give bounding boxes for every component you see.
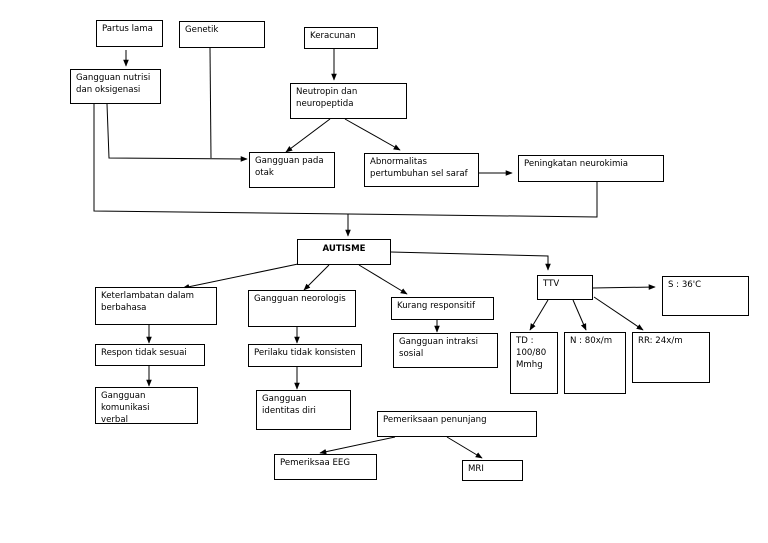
arrow-autisme-to-keterlambatan (182, 263, 299, 290)
arrow-ttv-to-suhu (592, 284, 656, 290)
line-nutrisi-to-otak (106, 103, 248, 162)
node-genetik: Genetik (179, 21, 265, 48)
node-abnormalitas: Abnormalitas pertumbuhan sel saraf (364, 153, 479, 187)
node-nadi: N : 80x/m (564, 332, 626, 394)
arrow-penunjang-to-eeg (319, 436, 396, 455)
arrow-neutropin-to-abnormalitas (344, 118, 401, 151)
node-td: TD : 100/80 Mmhg (510, 332, 558, 394)
node-kurang-responsitif: Kurang responsitif (391, 297, 494, 320)
line-genetik-down (209, 47, 212, 159)
node-keracunan: Keracunan (304, 27, 378, 49)
arrow-ttv-to-nadi (572, 299, 587, 331)
node-partus-lama: Partus lama (96, 20, 163, 47)
node-gangguan-interaksi: Gangguan intraksi sosial (393, 333, 498, 368)
arrow-neutropin-to-otak (285, 118, 331, 153)
arrow-ttv-to-td (529, 299, 549, 331)
line-nutrisi-to-autisme (93, 104, 349, 215)
arrow-penunjang-to-mri (446, 436, 483, 459)
node-rr: RR: 24x/m (632, 332, 710, 383)
node-keterlambatan: Keterlambatan dalam berbahasa (95, 287, 217, 325)
node-eeg: Pemeriksaa EEG (274, 454, 377, 480)
node-gangguan-neorologis: Gangguan neorologis (248, 290, 356, 327)
node-identitas: Gangguan identitas diri (256, 390, 351, 430)
node-ttv: TTV (537, 275, 593, 300)
node-mri: MRI (462, 460, 523, 481)
node-komunikasi: Gangguan komunikasi verbal (95, 387, 198, 424)
line-peningkatan-to-autisme (347, 182, 598, 218)
node-gangguan-otak: Gangguan pada otak (249, 152, 335, 188)
node-gangguan-nutrisi: Gangguan nutrisi dan oksigenasi (70, 69, 161, 104)
node-peningkatan: Peningkatan neurokimia (518, 155, 664, 182)
node-respon: Respon tidak sesuai (95, 344, 205, 366)
node-neutropin: Neutropin dan neuropeptida (290, 83, 407, 119)
node-perilaku: Perilaku tidak konsisten (248, 344, 362, 367)
arrow-autisme-to-neorologis (303, 264, 330, 291)
arrow-autisme-to-ttv (390, 251, 551, 271)
arrow-ttv-to-rr (593, 296, 644, 331)
node-autisme: AUTISME (297, 239, 391, 265)
node-suhu: S : 36'C (662, 276, 749, 316)
arrow-autisme-to-kurang (358, 264, 408, 295)
node-pemeriksaan-penunjang: Pemeriksaan penunjang (377, 411, 537, 437)
